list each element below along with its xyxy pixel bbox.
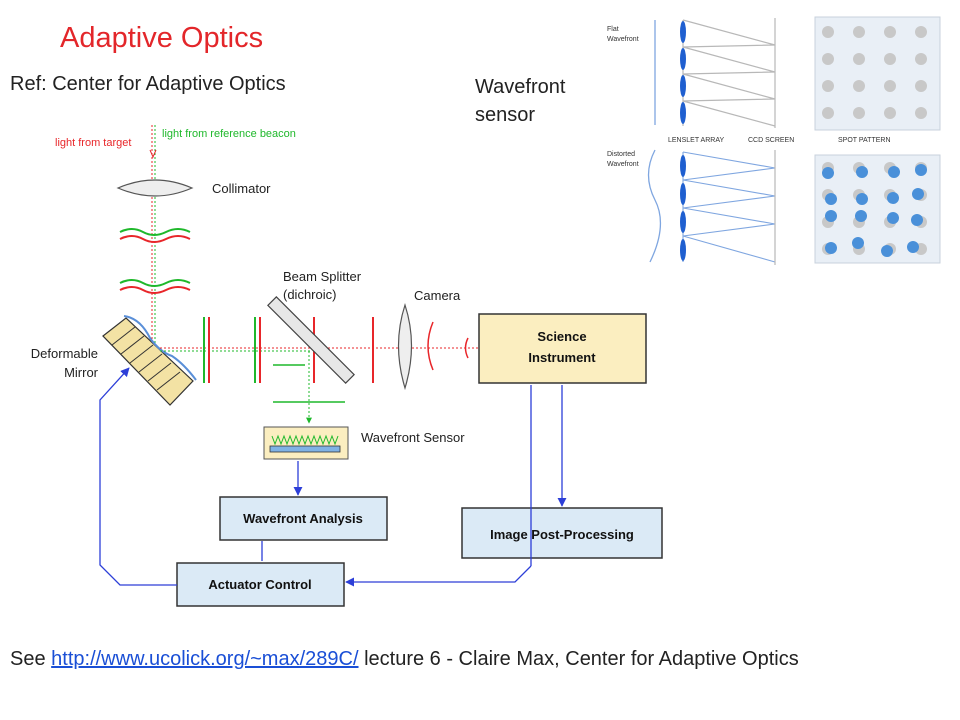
image-post-processing-label: Image Post-Processing (490, 527, 634, 542)
light-target-label: light from target (55, 137, 131, 149)
wavefront-analysis-label: Wavefront Analysis (243, 511, 363, 526)
footer: See http://www.ucolick.org/~max/289C/ le… (10, 648, 799, 671)
actuator-control-label: Actuator Control (208, 577, 311, 592)
wavefront-sensor-label: Wavefront Sensor (361, 430, 465, 445)
camera-label: Camera (414, 288, 461, 303)
camera-lens (397, 303, 413, 391)
flat-label-1: Flat (607, 26, 619, 33)
wavefront-sensor (263, 426, 349, 460)
image-post-processing-box (461, 507, 663, 559)
beam-splitter-label-2: (dichroic) (283, 287, 336, 302)
flat-label-2: Wavefront (607, 36, 639, 43)
footer-prefix: See (10, 648, 52, 670)
beam-splitter (267, 296, 355, 384)
wavefront-caption-line2: sensor (475, 104, 536, 126)
collimator-label: Collimator (212, 181, 271, 196)
distorted-label-2: Wavefront (607, 161, 639, 168)
collimator-lens (116, 179, 194, 197)
actuator-control-box (176, 562, 345, 607)
distorted-label-1: Distorted (607, 151, 635, 158)
wavefront-analysis-box (219, 496, 388, 541)
slide-title: Adaptive Optics (60, 22, 264, 54)
light-reference-label: light from reference beacon (162, 128, 296, 140)
science-label-2: Instrument (528, 350, 596, 365)
deformable-label-2: Mirror (64, 365, 99, 380)
lenslet-label: LENSLET ARRAY (668, 137, 724, 144)
ccd-label: CCD SCREEN (748, 137, 794, 144)
wavefront-sensor-inset: Flat Wavefront Distorted Wavefront LENSL… (607, 16, 941, 265)
wavefront-caption-line1: Wavefront (475, 76, 566, 98)
reference-text: Ref: Center for Adaptive Optics (10, 73, 286, 95)
science-label-1: Science (537, 329, 586, 344)
footer-suffix: lecture 6 - Claire Max, Center for Adapt… (358, 648, 799, 670)
science-instrument-box (478, 313, 647, 384)
spot-label: SPOT PATTERN (838, 137, 891, 144)
deformable-label-1: Deformable (31, 346, 98, 361)
beam-splitter-label-1: Beam Splitter (283, 269, 362, 284)
footer-link[interactable]: http://www.ucolick.org/~max/289C/ (51, 648, 359, 670)
deformable-mirror (102, 315, 197, 406)
wavefront-caption: Wavefront sensor (475, 73, 565, 129)
